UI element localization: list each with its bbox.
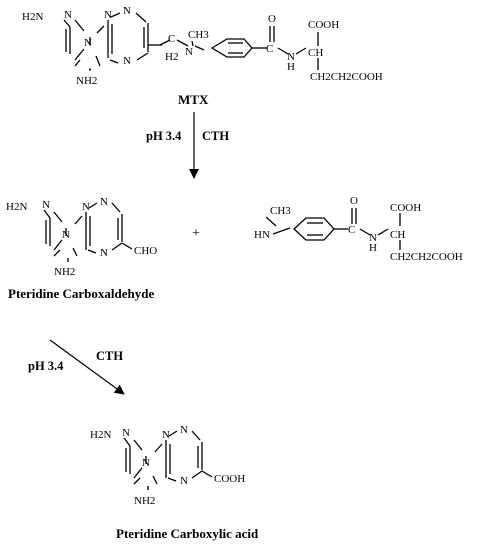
side-bonds <box>265 208 401 250</box>
side-h: H <box>369 242 377 254</box>
side-cooh: COOH <box>390 202 421 214</box>
reaction-arrow-2 <box>49 339 125 395</box>
side-ch3: CH3 <box>270 205 291 217</box>
side-ch: CH <box>390 229 405 241</box>
aldehyde-caption: Pteridine Carboxaldehyde <box>8 286 154 301</box>
mtx-ch3: CH3 <box>188 29 209 41</box>
acid-nh2-bottom: NH2 <box>134 495 155 507</box>
acid-n5: N <box>180 475 188 487</box>
mtx-n3: N <box>123 5 131 17</box>
ald-n4: N <box>62 229 70 241</box>
acid-caption: Pteridine Carboxylic acid <box>116 526 259 541</box>
mtx-n-amide: N <box>287 51 295 63</box>
mtx-n4: N <box>84 37 92 49</box>
mtx-n5: N <box>123 55 131 67</box>
step2-reagent: CTH <box>96 349 123 363</box>
mtx-cooh-top: COOH <box>308 19 339 31</box>
acid-cooh: COOH <box>214 473 245 485</box>
ald-nh2-left: H2N <box>6 201 27 213</box>
ald-cho: CHO <box>134 245 157 257</box>
mtx-caption: MTX <box>178 92 209 107</box>
ald-nh2-bottom: NH2 <box>54 266 75 278</box>
side-hn: HN <box>254 229 270 241</box>
mtx-carbonyl <box>269 26 307 55</box>
mtx-h2-bridge: H2 <box>165 51 178 63</box>
acid-bonds <box>123 430 213 490</box>
mtx-n1: N <box>64 9 72 21</box>
acid-n2: N <box>162 429 170 441</box>
mtx-c-bridge: C <box>168 33 175 45</box>
mtx-h-amide: H <box>287 61 295 73</box>
mtx-nh2-bottom: NH2 <box>76 75 97 87</box>
acid-n1: N <box>122 427 130 439</box>
aldehyde-bonds <box>43 202 133 262</box>
mtx-pteridine-bonds <box>63 12 162 71</box>
mtx-nh2-left: H2N <box>22 11 43 23</box>
step1-reagent: CTH <box>202 129 229 143</box>
plus-sign: + <box>192 226 200 241</box>
side-n: N <box>369 232 377 244</box>
side-product-structure: CH3 HN O C N H COOH CH CH2CH2COOH <box>254 195 463 263</box>
acid-structure: N N N N N H2N NH2 COOH <box>90 424 245 507</box>
step2-ph: pH 3.4 <box>28 359 64 373</box>
acid-nh2-left: H2N <box>90 429 111 441</box>
side-c: C <box>348 224 355 236</box>
ald-n5: N <box>100 247 108 259</box>
ald-n3: N <box>100 196 108 208</box>
mtx-benzene <box>210 38 267 58</box>
mtx-ch3-bond <box>191 40 194 47</box>
mtx-bridge-bonds <box>159 39 205 51</box>
mtx-n-amine: N <box>185 46 193 58</box>
acid-n3: N <box>180 424 188 436</box>
ald-n2: N <box>82 201 90 213</box>
mtx-c-amide: C <box>266 43 273 55</box>
side-o: O <box>350 195 358 207</box>
mtx-ch: CH <box>308 47 323 59</box>
acid-n4: N <box>142 457 150 469</box>
mtx-ch2ch2cooh: CH2CH2COOH <box>310 71 383 83</box>
mtx-n2: N <box>104 9 112 21</box>
side-ch2ch2cooh: CH2CH2COOH <box>390 251 463 263</box>
mtx-structure: N N N N N H2N NH2 C H2 N CH3 O <box>22 5 383 87</box>
ald-n1: N <box>42 199 50 211</box>
mtx-o: O <box>268 13 276 25</box>
step1-ph: pH 3.4 <box>146 129 182 143</box>
aldehyde-structure: N N N N N H2N NH2 CHO <box>6 196 157 278</box>
